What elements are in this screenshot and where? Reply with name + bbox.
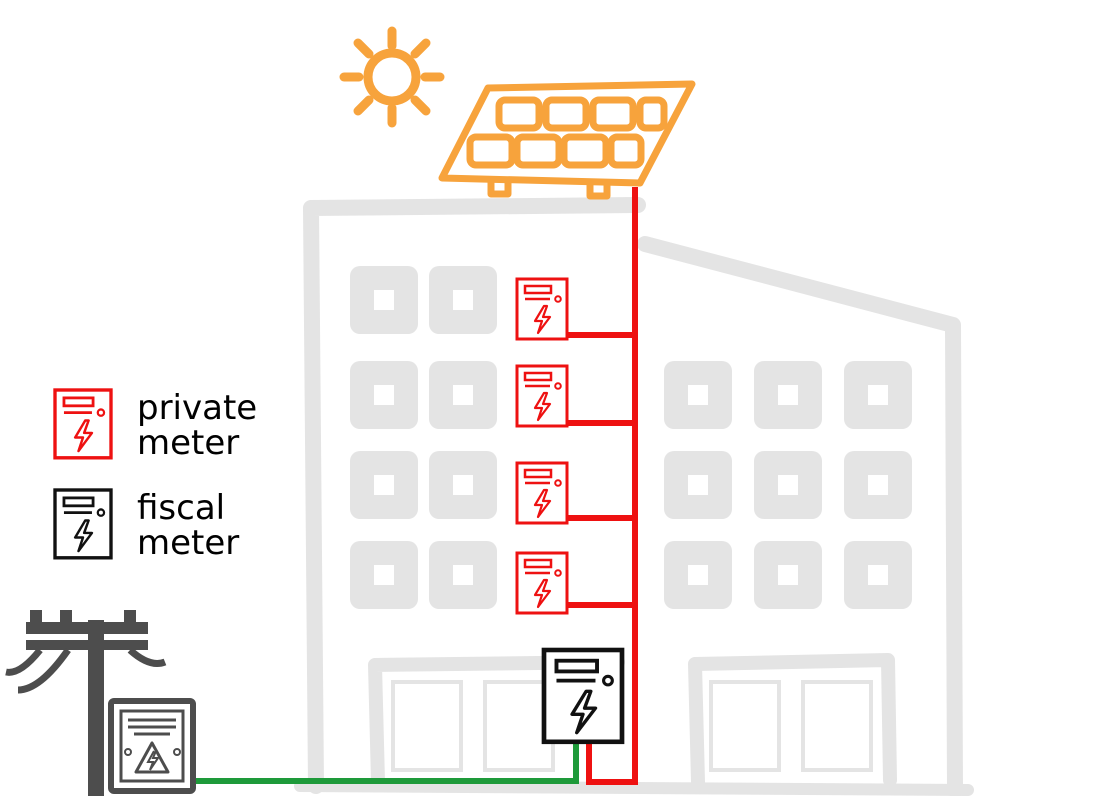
grid-connection-line — [193, 742, 579, 784]
door-panels — [391, 680, 873, 772]
window — [844, 541, 912, 609]
private-meter-icon — [515, 277, 569, 341]
window — [429, 266, 497, 334]
window — [350, 361, 418, 429]
sun-icon — [339, 26, 445, 128]
legend-fiscal-meter-icon — [53, 488, 113, 560]
window — [664, 361, 732, 429]
window — [429, 361, 497, 429]
window — [754, 541, 822, 609]
window — [754, 361, 822, 429]
solar-panel-icon — [438, 80, 696, 200]
window — [350, 266, 418, 334]
building-icon — [294, 197, 974, 796]
private-meter-icon — [515, 461, 569, 525]
window — [754, 451, 822, 519]
fiscal-meter-icon — [544, 650, 622, 742]
legend-private-label-line1: private — [137, 388, 258, 428]
utility-pole-icon — [5, 610, 167, 796]
window — [350, 451, 418, 519]
legend-private-meter-icon — [53, 388, 113, 460]
private-meter-icon — [515, 364, 569, 428]
transformer-box-icon — [108, 698, 196, 794]
private-wiring — [567, 187, 638, 785]
legend-fiscal-label-line2: meter — [137, 523, 240, 563]
legend-private-label-line2: meter — [137, 423, 240, 463]
window — [350, 541, 418, 609]
private-meter-icon — [515, 551, 569, 615]
window-grid — [350, 266, 912, 609]
window — [844, 361, 912, 429]
window — [429, 451, 497, 519]
window — [664, 451, 732, 519]
window — [664, 541, 732, 609]
window — [429, 541, 497, 609]
legend-fiscal-label-line1: fiscal — [137, 488, 226, 528]
window — [844, 451, 912, 519]
